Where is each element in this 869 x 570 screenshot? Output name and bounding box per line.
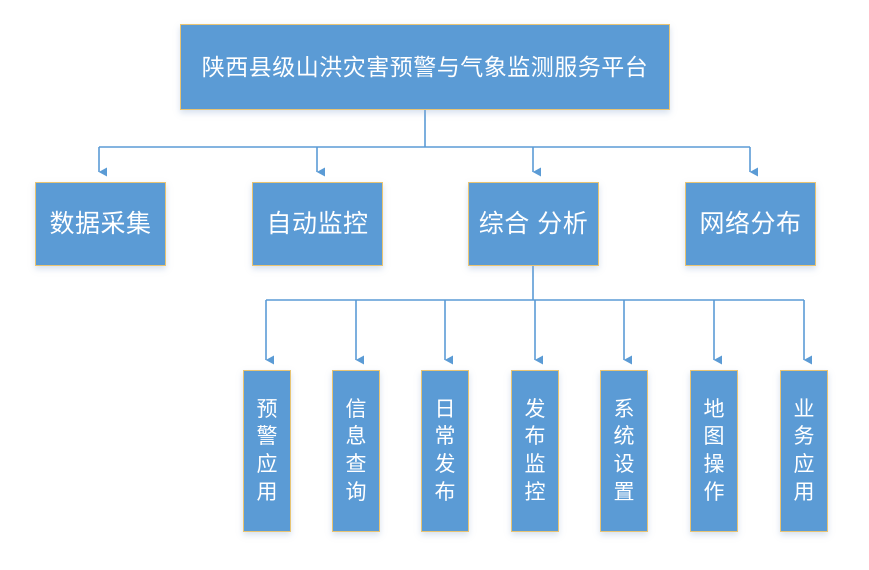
node-level2-label: 综合 分析	[478, 209, 589, 238]
node-level3-label: 业 务 应 用	[793, 397, 815, 504]
node-level3-label: 发 布 监 控	[524, 397, 546, 504]
node-level3-label: 信 息 查 询	[345, 397, 367, 504]
node-level3-system-settings[interactable]: 系 统 设 置	[600, 370, 648, 532]
node-level3-label: 地 图 操 作	[703, 397, 725, 504]
node-level2-label: 网络分布	[699, 209, 802, 238]
node-level3-label: 日 常 发 布	[434, 397, 456, 504]
node-level3-release-monitoring[interactable]: 发 布 监 控	[511, 370, 559, 532]
node-level2-comprehensive-analysis[interactable]: 综合 分析	[468, 182, 599, 266]
node-level2-label: 数据采集	[49, 209, 152, 238]
connector-level2-drops	[98, 147, 758, 177]
node-level3-info-query[interactable]: 信 息 查 询	[332, 370, 380, 532]
node-level3-warning-application[interactable]: 预 警 应 用	[243, 370, 291, 532]
node-level2-data-collection[interactable]: 数据采集	[35, 182, 166, 266]
node-level3-label: 系 统 设 置	[613, 397, 635, 504]
node-level2-label: 自动监控	[266, 209, 369, 238]
node-root-label: 陕西县级山洪灾害预警与气象监测服务平台	[201, 53, 649, 80]
node-level3-daily-release[interactable]: 日 常 发 布	[421, 370, 469, 532]
node-level2-network-distribution[interactable]: 网络分布	[685, 182, 816, 266]
node-level3-map-operation[interactable]: 地 图 操 作	[690, 370, 738, 532]
node-level2-auto-monitoring[interactable]: 自动监控	[252, 182, 383, 266]
connector-level3-drops	[265, 300, 812, 365]
node-level3-business-application[interactable]: 业 务 应 用	[780, 370, 828, 532]
node-level3-label: 预 警 应 用	[256, 397, 278, 504]
node-root-platform[interactable]: 陕西县级山洪灾害预警与气象监测服务平台	[180, 24, 670, 110]
